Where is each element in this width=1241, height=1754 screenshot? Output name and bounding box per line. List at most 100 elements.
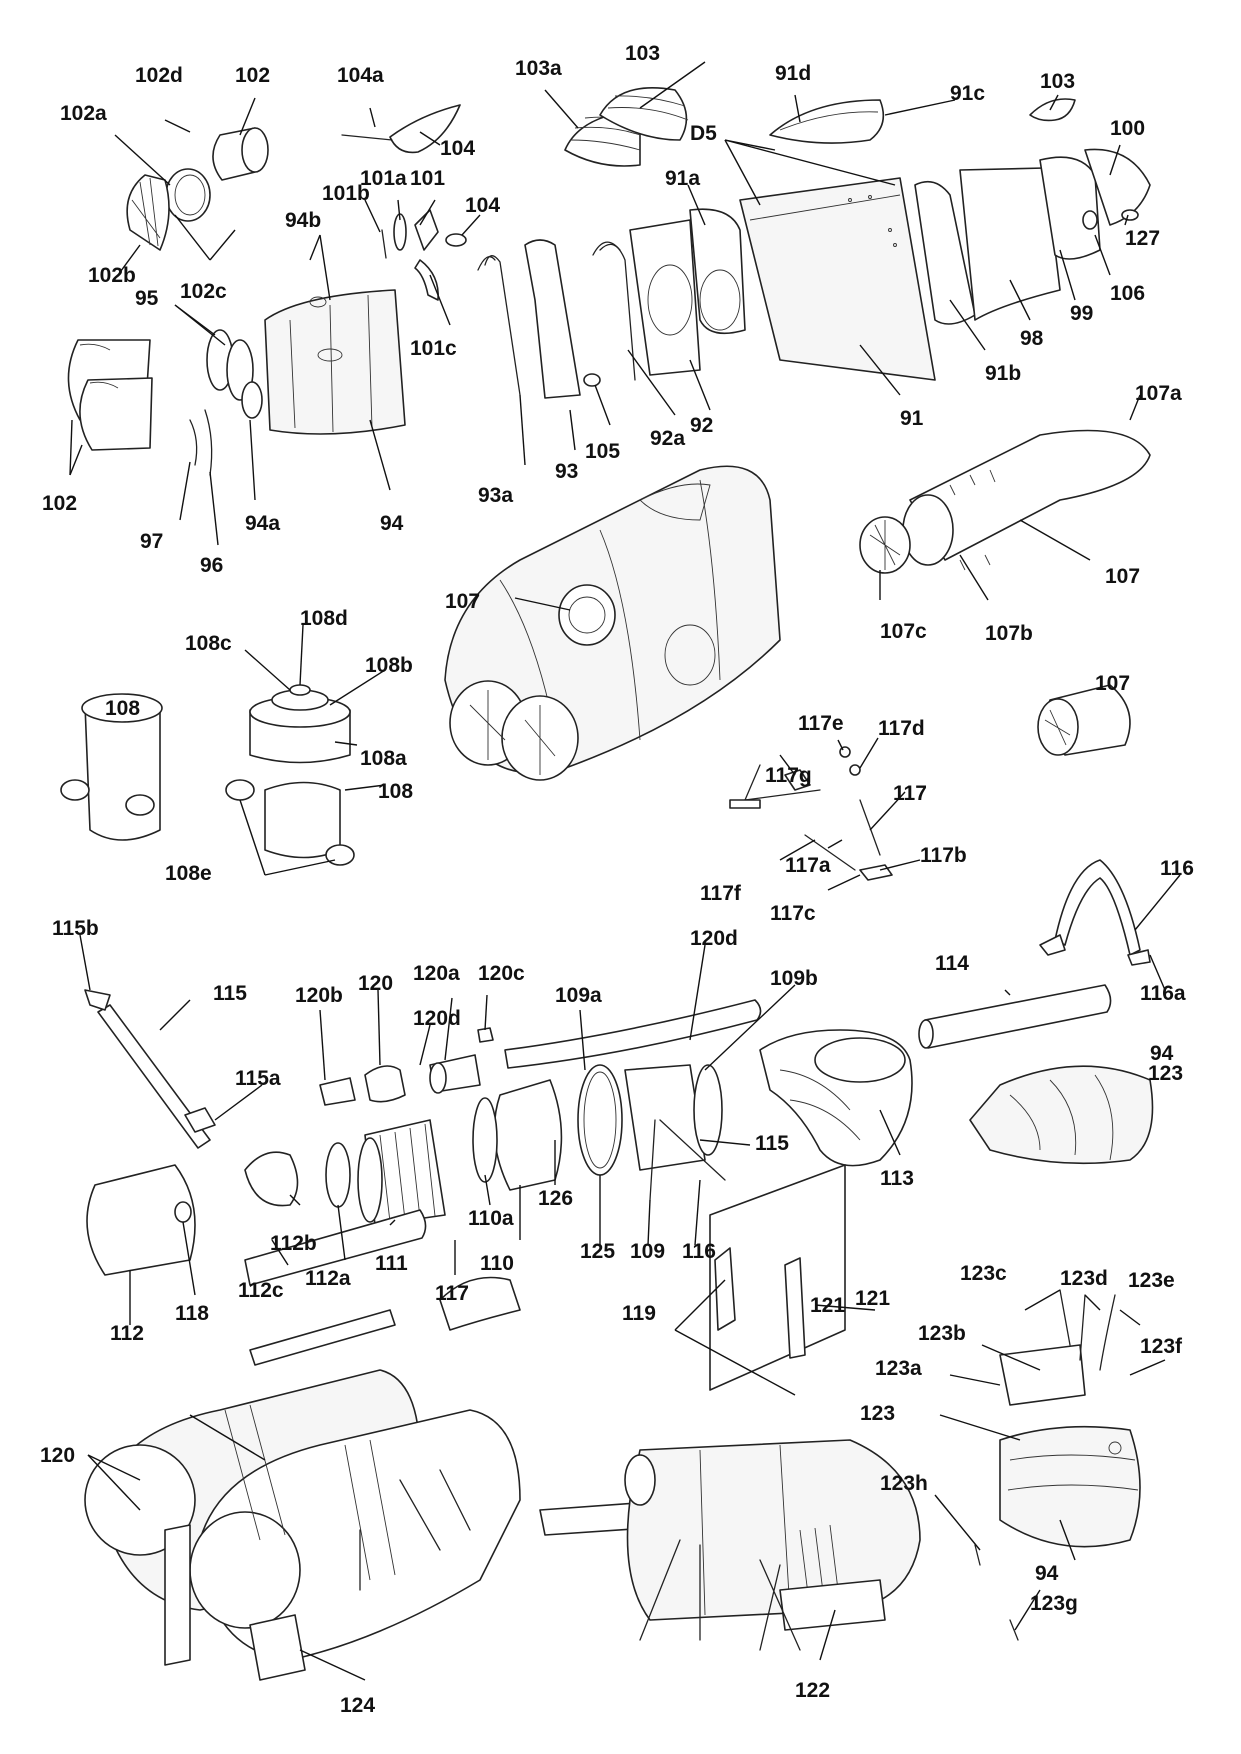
part-101-brackets — [381, 209, 439, 301]
part-108-tank — [60, 693, 163, 841]
part-110-cone — [472, 1079, 563, 1191]
callout-label: 122 — [795, 1679, 830, 1702]
callout-label: 107a — [1135, 382, 1182, 405]
callout-label: 107b — [985, 622, 1033, 645]
part-92-panel — [629, 219, 701, 376]
callout-label: 120b — [295, 984, 343, 1007]
callout-label: 102b — [88, 264, 136, 287]
callout-label: 108 — [378, 780, 413, 803]
callout-label: 97 — [140, 530, 163, 553]
part-113-elbow-duct — [759, 1029, 913, 1167]
callout-label: 117e — [798, 712, 844, 735]
part-102a-ring — [165, 168, 211, 222]
part-119-fins — [714, 1247, 806, 1359]
part-102-pair — [67, 339, 153, 451]
callout-label: 108b — [365, 654, 413, 677]
callout-label: 94 — [1150, 1042, 1174, 1065]
callout-label: 123b — [918, 1322, 966, 1345]
callout-label: 120d — [413, 1007, 461, 1030]
part-103-small-dome — [1029, 98, 1076, 122]
part-120-collar — [319, 1027, 494, 1106]
callout-label: 103 — [625, 42, 660, 65]
part-107-exhaust — [1037, 684, 1131, 756]
part-91-fuselage-panel — [739, 177, 936, 381]
callout-label: 101 — [410, 167, 445, 190]
callout-label: 117b — [920, 844, 967, 867]
part-93-frame — [524, 239, 601, 399]
callout-label: 120c — [478, 962, 525, 985]
callout-label: 94b — [285, 209, 321, 232]
part-98-section — [959, 167, 1061, 321]
callout-label: 109 — [630, 1240, 665, 1263]
callout-label: 121 — [810, 1294, 845, 1317]
callout-label: 106 — [1110, 282, 1145, 305]
callout-label: 115a — [235, 1067, 281, 1090]
callout-label: 91b — [985, 362, 1021, 385]
part-91c-canopy — [769, 99, 885, 144]
lower-left-assembly — [84, 1209, 521, 1681]
part-111-bellows — [357, 1119, 446, 1226]
callout-label: 115 — [213, 982, 247, 1005]
callout-label: 96 — [200, 554, 223, 577]
callout-label: 94 — [380, 512, 404, 535]
callout-label: 116 — [682, 1240, 716, 1263]
callout-label: 100 — [1110, 117, 1145, 140]
part-114-tube — [918, 984, 1112, 1049]
callout-label: 108 — [105, 697, 140, 720]
callout-label: 108e — [165, 862, 212, 885]
part-121-plate — [709, 1164, 846, 1391]
part-102-cylinder — [212, 127, 269, 181]
callout-label: 123h — [880, 1472, 928, 1495]
callout-label: 120 — [40, 1444, 75, 1467]
callout-label: 94 — [1035, 1562, 1059, 1585]
callout-label: 127 — [1125, 227, 1160, 250]
callout-label: 104 — [465, 194, 500, 217]
part-115-rod — [84, 989, 216, 1149]
callout-label: 119 — [622, 1302, 656, 1325]
part-94-body-panel — [264, 289, 406, 435]
callout-label: 93 — [555, 460, 578, 483]
callout-label: 92a — [650, 427, 685, 450]
part-93a-frame — [477, 255, 521, 396]
part-112a-ring — [325, 1142, 351, 1208]
callout-label: 112a — [305, 1267, 351, 1290]
part-109-clamp — [577, 1064, 726, 1201]
callout-label: 103 — [1040, 70, 1075, 93]
callout-label: 123c — [960, 1262, 1007, 1285]
callout-label: 109b — [770, 967, 818, 990]
callout-label: 117 — [893, 782, 927, 805]
callout-label: 120d — [690, 927, 738, 950]
callout-label: 92 — [690, 414, 713, 437]
part-100-tailcone — [1082, 148, 1151, 230]
callout-label: 91a — [665, 167, 700, 190]
callout-label: 117 — [435, 1282, 469, 1305]
callout-label: 114 — [935, 952, 969, 975]
callout-label: 101a — [360, 167, 407, 190]
part-107-exhaust-exploded — [859, 429, 1151, 574]
callout-label: 123 — [860, 1402, 895, 1425]
callout-label: 94a — [245, 512, 280, 535]
callout-label: 91 — [900, 407, 924, 430]
callout-label: 110 — [480, 1252, 514, 1275]
callout-label: 107c — [880, 620, 927, 643]
part-95-rings — [206, 329, 263, 419]
assembled-fuselage — [444, 465, 781, 781]
callout-label: 112c — [238, 1279, 284, 1302]
callout-label: 123 — [1148, 1062, 1183, 1085]
callout-label: 120a — [413, 962, 460, 985]
part-112b-cap — [244, 1151, 299, 1207]
callout-label: 98 — [1020, 327, 1044, 350]
callout-label: 102a — [60, 102, 107, 125]
leader-lines — [69, 61, 1181, 1681]
callout-label: 108a — [360, 747, 407, 770]
part-96-97-clips — [189, 409, 213, 476]
part-104-fairing — [341, 104, 461, 154]
part-104-small — [445, 233, 467, 247]
callout-label: 105 — [585, 440, 620, 463]
part-112-cylinder — [86, 1164, 196, 1276]
callout-label: 117a — [785, 854, 831, 877]
callout-label: 104 — [440, 137, 475, 160]
part-92a-frame — [592, 241, 636, 381]
part-102b-dome — [126, 174, 170, 251]
callout-label: 123f — [1140, 1335, 1183, 1358]
